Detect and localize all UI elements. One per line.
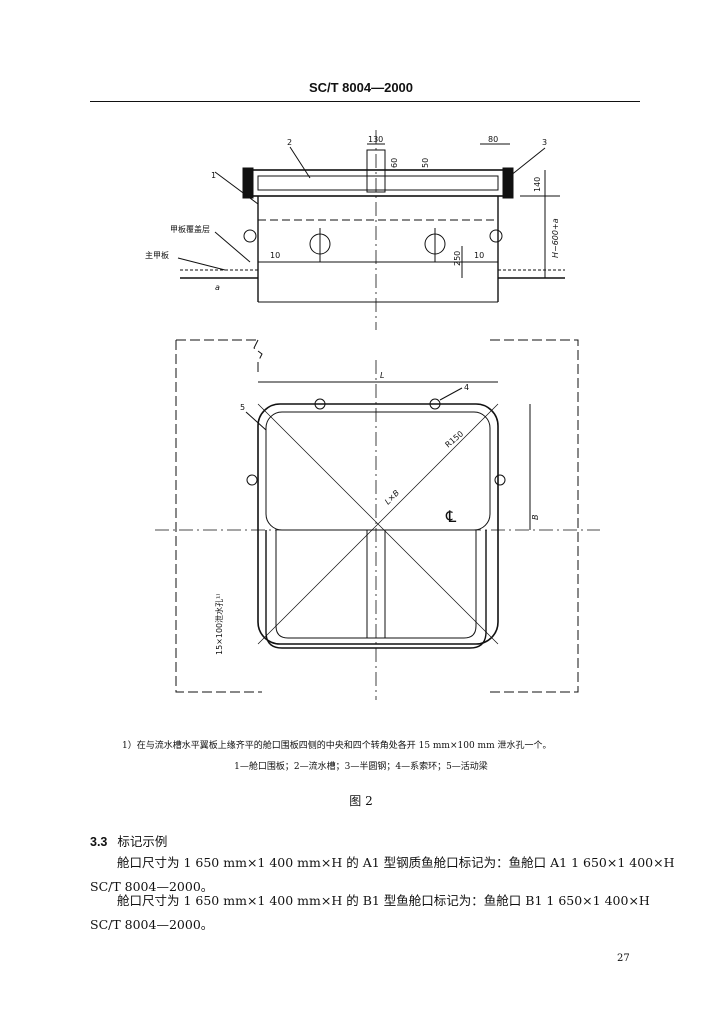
dim-10-right: 10 [474,251,484,260]
elevation-view [177,130,565,330]
hatch-drawing: 1 2 3 4 5 130 80 60 50 140 H−600+a 10 10… [145,130,600,700]
dim-10-left: 10 [270,251,280,260]
dim-a: a [215,283,220,292]
dim-h-total: H−600+a [551,218,560,258]
paragraph-1-line-2: SC/T 8004—2000。 [90,879,214,894]
section-heading: 3.3 标记示例 [90,831,167,850]
deck-cover-label: 甲板覆盖层 [170,224,210,234]
figure-caption: 图 2 [349,794,373,808]
dim-80: 80 [488,135,498,144]
dim-250: 250 [453,251,462,266]
figure-legend: 1—舱口围板；2—流水槽；3—半圆钢；4—系索环；5—活动梁 [234,762,488,772]
main-deck-label: 主甲板 [145,250,169,260]
paragraph-2-line-2: SC/T 8004—2000。 [90,917,214,932]
standard-code-header: SC/T 8004—2000 [308,80,414,95]
paragraph-1: 舱口尺寸为 1 650 mm×1 400 mm×H 的 A1 型钢质鱼舱口标记为… [90,852,675,895]
dim-L: L [380,371,384,380]
figure-footnote: 1）在与流水槽水平翼板上缘齐平的舱口围板四侧的中央和四个转角处各开 15 mm×… [122,741,552,751]
paragraph-2: 舱口尺寸为 1 650 mm×1 400 mm×H 的 B1 型鱼舱口标记为：鱼… [90,890,650,933]
dim-60: 60 [390,158,399,168]
part-label-4: 4 [464,383,469,392]
section-title: 标记示例 [117,834,168,849]
dim-r150: R150 [444,429,466,449]
dim-130: 130 [368,135,383,144]
part-label-5: 5 [240,403,245,412]
part-label-2: 2 [287,138,292,147]
plan-view [155,339,600,700]
header-rule [90,101,640,102]
drain-hole-label: 15×100泄水孔¹⁾ [214,594,224,655]
centerline-symbol: ℄ [445,507,457,526]
paragraph-2-line-1: 舱口尺寸为 1 650 mm×1 400 mm×H 的 B1 型鱼舱口标记为：鱼… [117,893,650,908]
part-label-3: 3 [542,138,547,147]
section-number: 3.3 [90,835,108,849]
dim-140: 140 [533,177,542,192]
dim-50: 50 [421,158,430,168]
part-label-1: 1 [211,171,216,180]
paragraph-1-line-1: 舱口尺寸为 1 650 mm×1 400 mm×H 的 A1 型钢质鱼舱口标记为… [117,855,675,870]
page-number: 27 [617,953,630,964]
dim-B: B [531,515,540,521]
